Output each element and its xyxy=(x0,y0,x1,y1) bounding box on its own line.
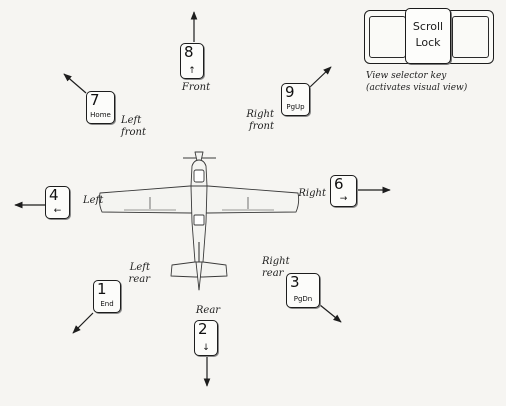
key-2-rear[interactable]: 2 ↓ xyxy=(194,320,218,356)
scroll-lock-line2: Lock xyxy=(415,36,441,49)
label-right: Right xyxy=(298,188,326,199)
adjacent-key-left xyxy=(369,16,406,58)
left-front-arrow xyxy=(63,73,87,94)
label-left: Left xyxy=(83,195,104,206)
label-rear: Rear xyxy=(195,305,221,316)
key-3-right-rear[interactable]: 3 PgDn xyxy=(286,273,320,308)
label-left-rear: Left rear xyxy=(128,262,150,285)
scroll-lock-caption: View selector key (activates visual view… xyxy=(366,70,501,94)
label-front: Front xyxy=(181,82,211,93)
key-number: 6 xyxy=(334,175,344,193)
right-rear-arrow xyxy=(319,304,342,323)
key-number: 2 xyxy=(198,320,208,338)
caption-line2: (activates visual view) xyxy=(366,83,468,93)
key-sublabel: End xyxy=(100,300,114,308)
key-number: 1 xyxy=(97,280,107,298)
label-right-front: Right front xyxy=(246,109,274,132)
key-number: 9 xyxy=(285,83,295,101)
key-9-right-front[interactable]: 9 PgUp xyxy=(281,83,310,116)
left-rear-arrow xyxy=(72,312,94,334)
key-number: 7 xyxy=(90,91,100,109)
scroll-lock-line1: Scroll xyxy=(412,20,444,33)
adjacent-key-right xyxy=(452,16,489,58)
key-7-left-front[interactable]: 7 Home xyxy=(86,91,115,124)
right-arrow-icon: → xyxy=(339,194,348,204)
down-arrow-icon: ↓ xyxy=(202,343,210,353)
left-arrow-icon: ← xyxy=(53,206,62,216)
right-front-arrow xyxy=(309,66,332,88)
label-left-front: Left front xyxy=(121,115,146,138)
key-sublabel: PgUp xyxy=(286,103,305,111)
key-4-left[interactable]: 4 ← xyxy=(45,186,70,219)
key-1-left-rear[interactable]: 1 End xyxy=(93,280,121,313)
up-arrow-icon: ↑ xyxy=(188,66,196,76)
label-right-rear: Right rear xyxy=(262,256,290,279)
key-8-front[interactable]: 8 ↑ xyxy=(180,43,204,79)
caption-line1: View selector key xyxy=(366,71,447,81)
key-number: 4 xyxy=(49,186,59,204)
key-number: 8 xyxy=(184,43,194,61)
scroll-lock-key[interactable]: Scroll Lock xyxy=(405,8,451,64)
key-6-right[interactable]: 6 → xyxy=(330,175,357,207)
key-sublabel: PgDn xyxy=(293,295,313,303)
key-sublabel: Home xyxy=(90,111,111,119)
key-number: 3 xyxy=(290,273,300,291)
